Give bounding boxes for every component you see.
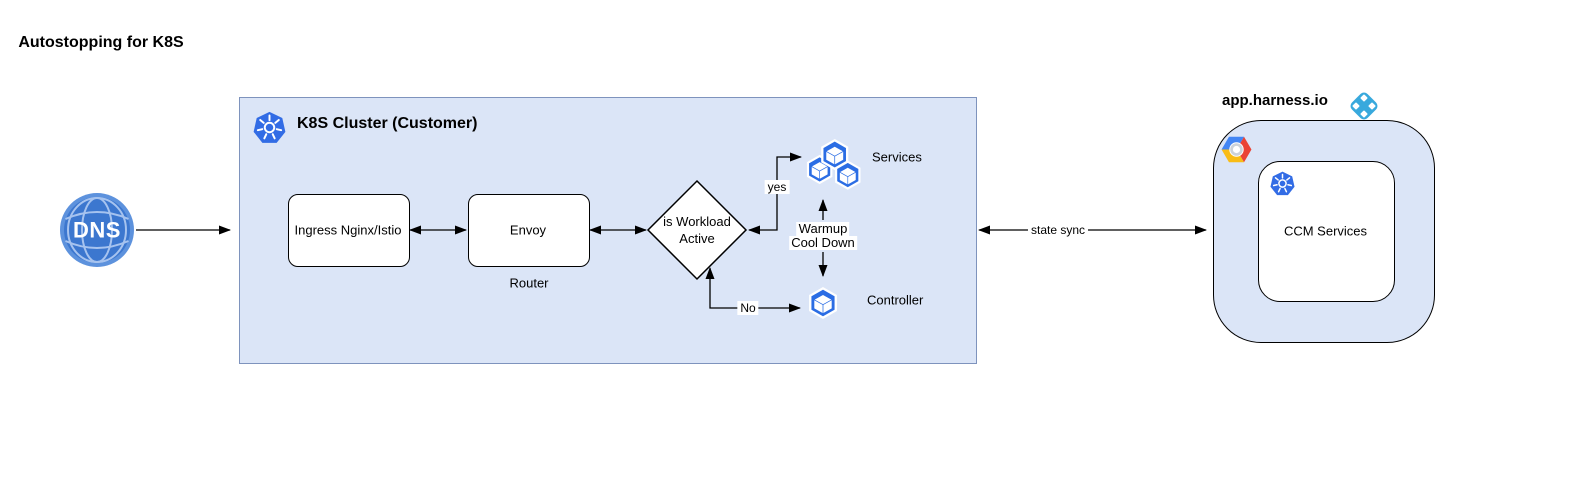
harness-domain-label: app.harness.io (1222, 92, 1328, 109)
ingress-label: Ingress Nginx/Istio (294, 222, 402, 238)
warmup-cooldown-label: Warmup Cool Down (789, 222, 857, 250)
kubernetes-icon (253, 111, 286, 144)
state-sync-edge-label: state sync (1027, 223, 1089, 237)
ccm-services-label: CCM Services (1283, 223, 1368, 239)
decision-label: is Workload Active (663, 214, 731, 246)
router-label: Router (509, 275, 549, 291)
services-pods-icon (806, 139, 861, 190)
envoy-node (468, 194, 590, 267)
dns-globe-icon (60, 193, 134, 267)
kubernetes-icon-small (1270, 171, 1295, 196)
services-label: Services (872, 149, 922, 165)
controller-label: Controller (867, 292, 924, 308)
controller-pod-icon (809, 287, 837, 319)
cooldown-text: Cool Down (789, 235, 857, 250)
cluster-title: K8S Cluster (Customer) (297, 115, 478, 132)
warmup-text: Warmup (796, 221, 850, 236)
envoy-label: Envoy (509, 222, 547, 238)
page-title: Autostopping for K8S (18, 34, 184, 51)
dns-label: DNS (73, 217, 121, 243)
google-cloud-icon (1220, 135, 1253, 164)
no-edge-label: No (737, 301, 759, 315)
harness-logo-icon (1348, 90, 1380, 122)
yes-edge-label: yes (764, 180, 790, 194)
ingress-node (288, 194, 410, 267)
